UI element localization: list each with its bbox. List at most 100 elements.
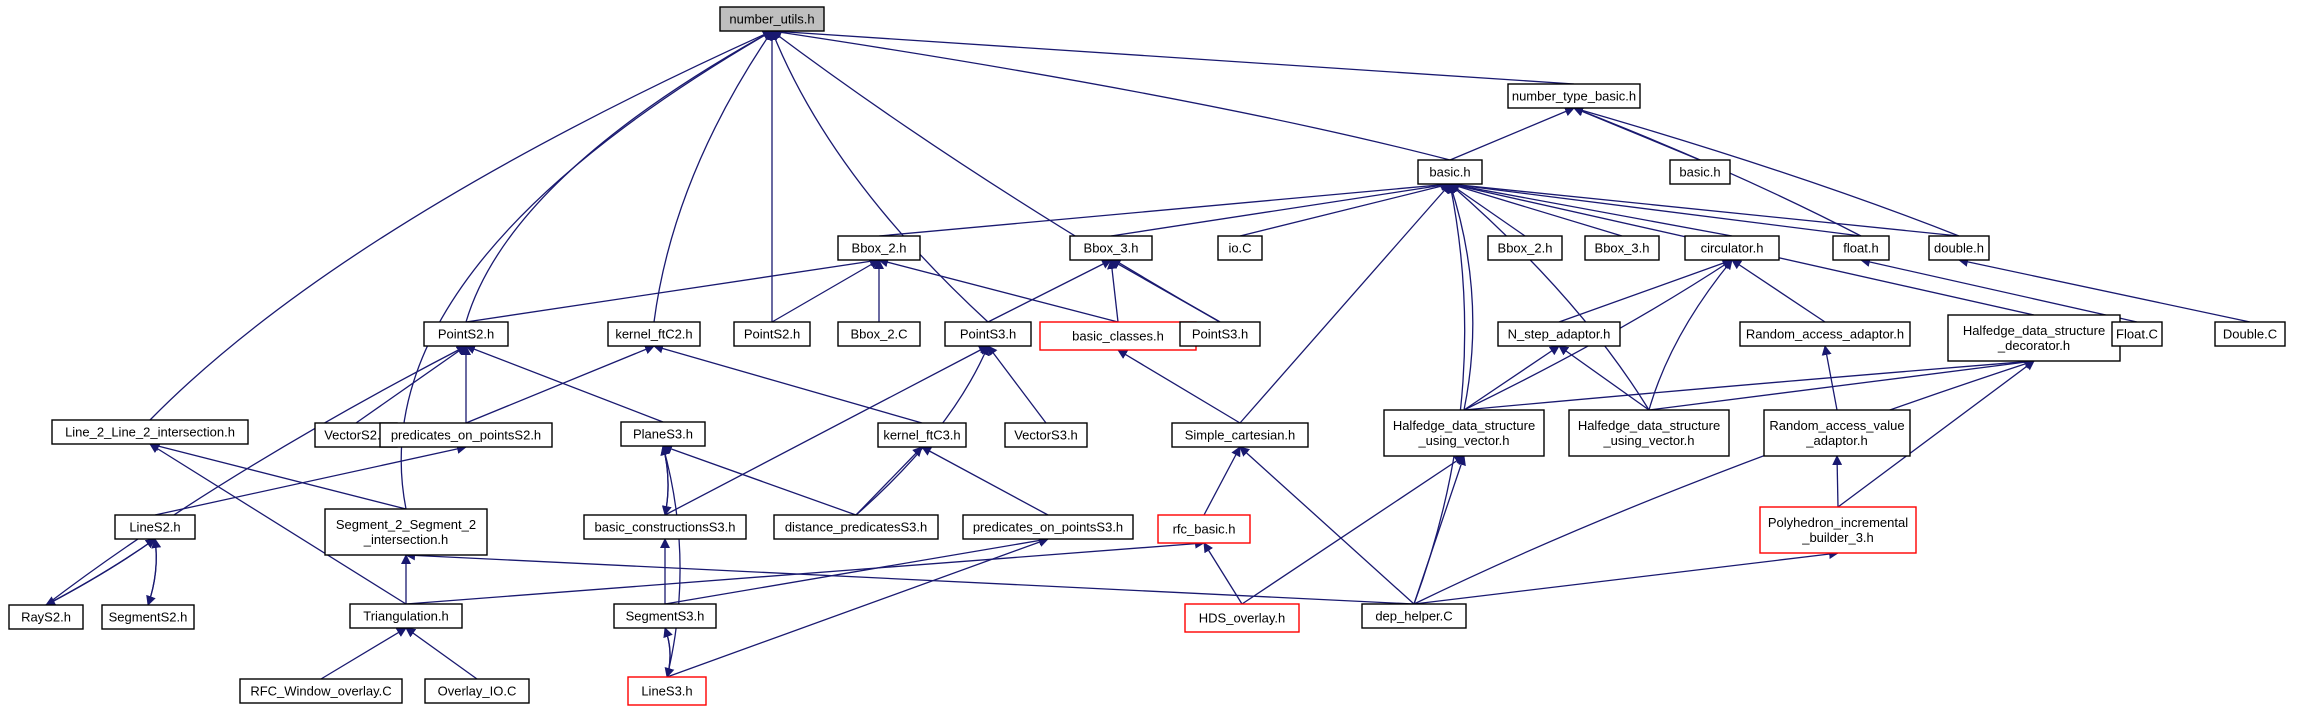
node-dep-helper[interactable]: dep_helper.C xyxy=(1361,603,1467,629)
node-vectors3h[interactable]: VectorS3.h xyxy=(1004,422,1088,448)
node-basic-h[interactable]: basic.h xyxy=(1417,159,1483,185)
node-double-c[interactable]: Double.C xyxy=(2214,321,2286,347)
node-box xyxy=(1568,409,1730,457)
node-points2h-b[interactable]: PointS2.h xyxy=(733,321,811,347)
node-label: SegmentS3.h xyxy=(626,609,705,624)
node-label: dep_helper.C xyxy=(1375,609,1452,624)
dependency-edge xyxy=(878,257,1119,323)
dependency-edge xyxy=(149,443,407,605)
node-nstep[interactable]: N_step_adaptor.h xyxy=(1497,321,1621,347)
edge-lines2h-to-predpts2 xyxy=(154,444,467,516)
edge-hds_overlay-to-rfc_basic xyxy=(1203,542,1243,605)
node-float-c[interactable]: Float.C xyxy=(2111,321,2163,347)
node-basic-h-r[interactable]: basic.h xyxy=(1669,159,1731,185)
node-box xyxy=(1487,235,1563,261)
node-label: _decorator.h xyxy=(1997,338,2070,353)
edge-dep_helper-to-simple_cart xyxy=(1239,446,1415,605)
edge-double_h-to-number_type_basic xyxy=(1573,105,1960,237)
node-label: basic_classes.h xyxy=(1072,329,1164,344)
node-rfc-basic[interactable]: rfc_basic.h xyxy=(1157,514,1251,544)
node-label: VectorS3.h xyxy=(1014,428,1078,443)
node-triang[interactable]: Triangulation.h xyxy=(349,603,463,629)
node-label: double.h xyxy=(1934,241,1984,256)
node-points3h[interactable]: PointS3.h xyxy=(944,321,1032,347)
node-double-h[interactable]: double.h xyxy=(1928,235,1990,261)
node-bbox3h[interactable]: Bbox_3.h xyxy=(1069,235,1153,261)
file-nodes: number_utils.hnumber_type_basic.hbasic.h… xyxy=(8,6,2286,706)
node-kernel-ftc3[interactable]: kernel_ftC3.h xyxy=(877,422,967,448)
dependency-edge xyxy=(405,538,1205,605)
node-box xyxy=(1763,409,1911,457)
node-points3h-b[interactable]: PointS3.h xyxy=(1179,321,1261,347)
node-box xyxy=(962,514,1134,540)
node-dist-pred[interactable]: distance_predicatesS3.h xyxy=(773,514,939,540)
node-label: Overlay_IO.C xyxy=(438,684,517,699)
node-label: distance_predicatesS3.h xyxy=(785,520,927,535)
node-label: PlaneS3.h xyxy=(633,427,693,442)
edge-basic_cons-to-points3h xyxy=(664,345,989,516)
node-planes3h[interactable]: PlaneS3.h xyxy=(620,421,706,447)
node-number-type-basic[interactable]: number_type_basic.h xyxy=(1507,83,1641,109)
node-seg2seg2[interactable]: Segment_2_Segment_2_intersection.h xyxy=(324,508,488,556)
node-basic-cons[interactable]: basic_constructionsS3.h xyxy=(583,514,747,540)
node-box xyxy=(837,321,921,347)
dependency-edge xyxy=(1558,345,1650,411)
node-line2line2[interactable]: Line_2_Line_2_intersection.h xyxy=(51,419,249,445)
node-bbox3h-r[interactable]: Bbox_3.h xyxy=(1584,235,1660,261)
node-bbox2h[interactable]: Bbox_2.h xyxy=(837,235,921,261)
dependency-edge xyxy=(664,345,989,516)
node-label: Simple_cartesian.h xyxy=(1185,428,1296,443)
node-io-c[interactable]: io.C xyxy=(1217,235,1263,261)
node-predpts2[interactable]: predicates_on_pointsS2.h xyxy=(379,422,553,448)
dependency-edge xyxy=(855,446,923,516)
node-label: _using_vector.h xyxy=(1602,433,1694,448)
node-box xyxy=(1928,235,1990,261)
node-box xyxy=(613,603,717,629)
node-rav[interactable]: Random_access_value_adaptor.h xyxy=(1763,409,1911,457)
node-label: Halfedge_data_structure xyxy=(1578,418,1720,433)
dependency-edge xyxy=(1860,257,2138,323)
node-kernel-ftc2[interactable]: kernel_ftC2.h xyxy=(607,321,701,347)
node-hds-vec2[interactable]: Halfedge_data_structure_using_vector.h xyxy=(1568,409,1730,457)
node-segs3h[interactable]: SegmentS3.h xyxy=(613,603,717,629)
node-simple-cart[interactable]: Simple_cartesian.h xyxy=(1171,422,1309,448)
node-box xyxy=(1584,235,1660,261)
edge-rfc_basic-to-simple_cart xyxy=(1203,446,1241,516)
dependency-edges xyxy=(45,26,2251,680)
node-rfc-win[interactable]: RFC_Window_overlay.C xyxy=(239,678,403,704)
dependency-edge xyxy=(1648,357,2035,411)
edge-basic_classes-to-bbox3h xyxy=(1107,259,1119,323)
node-poly-inc[interactable]: Polyhedron_incremental_builder_3.h xyxy=(1759,506,1917,554)
node-box xyxy=(1069,235,1153,261)
dependency-edge xyxy=(1463,356,2035,411)
dependency-edge xyxy=(45,538,156,606)
node-bbox2h-r[interactable]: Bbox_2.h xyxy=(1487,235,1563,261)
node-basic-classes[interactable]: basic_classes.h xyxy=(1039,321,1197,351)
node-lines2h[interactable]: LineS2.h xyxy=(114,514,196,540)
node-raa[interactable]: Random_access_adaptor.h xyxy=(1739,321,1911,347)
node-hds-dec[interactable]: Halfedge_data_structure_decorator.h xyxy=(1947,314,2121,362)
node-label: Bbox_2.h xyxy=(852,241,907,256)
node-hds-overlay[interactable]: HDS_overlay.h xyxy=(1184,603,1300,633)
node-label: predicates_on_pointsS2.h xyxy=(391,428,541,443)
node-bbox2c[interactable]: Bbox_2.C xyxy=(837,321,921,347)
node-lines3h[interactable]: LineS3.h xyxy=(627,676,707,706)
dependency-edge xyxy=(771,26,1575,85)
node-box xyxy=(51,419,249,445)
dependency-edge xyxy=(1449,179,1960,237)
node-label: float.h xyxy=(1843,241,1878,256)
node-circulator[interactable]: circulator.h xyxy=(1684,235,1780,261)
node-overlay-io[interactable]: Overlay_IO.C xyxy=(424,678,530,704)
edge-triang-to-rfc_basic xyxy=(405,538,1205,605)
node-predpts3[interactable]: predicates_on_pointsS3.h xyxy=(962,514,1134,540)
dependency-edge xyxy=(1449,106,1575,161)
node-float-h[interactable]: float.h xyxy=(1832,235,1890,261)
node-segs2h[interactable]: SegmentS2.h xyxy=(101,604,195,630)
edge-segs3h-to-predpts3 xyxy=(664,535,1049,605)
node-hds-vec1[interactable]: Halfedge_data_structure_using_vector.h xyxy=(1383,409,1545,457)
edge-float_h-to-basic_h xyxy=(1449,180,1862,237)
node-label: Double.C xyxy=(2223,327,2277,342)
node-box xyxy=(379,422,553,448)
node-points2h[interactable]: PointS2.h xyxy=(423,321,509,347)
node-rays2h[interactable]: RayS2.h xyxy=(8,604,84,630)
